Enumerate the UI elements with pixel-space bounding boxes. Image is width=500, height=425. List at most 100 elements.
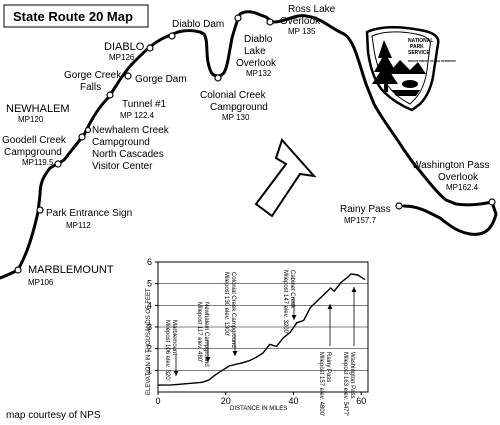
newhalem-name: NEWHALEM [6, 103, 70, 115]
diablo-dam-name: Diablo Dam [172, 19, 224, 30]
elevation-point [282, 337, 284, 339]
newhalem-mp: MP120 [18, 115, 44, 124]
elevation-point [194, 382, 196, 384]
tunnel-mp: MP 122.4 [120, 111, 155, 120]
annotation-milepost: Milepost 157 elev. 4800' [318, 352, 324, 416]
elevation-point [201, 381, 203, 383]
elevation-point [275, 345, 278, 348]
x-tick-label: 40 [288, 396, 298, 406]
goodell-creek-mp: MP119.5 [22, 158, 54, 167]
elevation-point [184, 383, 186, 385]
elevation-point [316, 300, 318, 302]
marblemount-mp: MP106 [28, 278, 54, 287]
washington-pass-l2: Overlook [438, 172, 479, 183]
diablo-mp: MP126 [109, 53, 135, 62]
elevation-point [323, 293, 325, 296]
elevation-point [340, 281, 342, 284]
tunnel-name: Tunnel #1 [122, 99, 167, 110]
ross-lake-l1: Ross Lake [288, 4, 336, 15]
annotation-name: Rainy Pass [325, 352, 331, 382]
place-labels: MARBLEMOUNT MP106 Park Entrance Sign MP1… [2, 4, 489, 287]
elevation-point [262, 352, 264, 354]
goodell-creek-name2: Campground [4, 147, 62, 158]
rainy-pass-name: Rainy Pass [340, 204, 391, 215]
newhalem-marker[interactable] [84, 126, 92, 134]
gorge-dam-marker[interactable] [124, 72, 132, 80]
goodell-creek-marker[interactable] [54, 160, 62, 168]
elevation-point [333, 290, 335, 292]
elevation-point [255, 356, 257, 358]
elevation-point [309, 306, 312, 309]
elevation-points [157, 273, 366, 386]
colonial-creek-l1: Colonial Creek [200, 90, 267, 101]
nps-text-1: NATIONAL [408, 38, 433, 44]
ross-lake-mp: MP 135 [288, 27, 316, 36]
elevation-point [157, 384, 159, 386]
rainy-pass-marker[interactable] [395, 202, 403, 210]
colonial-creek-marker[interactable] [214, 74, 222, 82]
national-park-service-arrowhead-icon: NATIONAL PARK SERVICE DEPARTMENT OF THE … [365, 26, 456, 112]
newhalem-creek-l1: Newhalem Creek [92, 125, 170, 136]
diablo-marker[interactable] [146, 44, 154, 52]
elevation-point [242, 362, 244, 364]
elevation-point [303, 319, 305, 322]
marblemount-marker[interactable] [14, 266, 22, 274]
newhalem-creek-l4: Visitor Center [92, 161, 153, 172]
elevation-point [350, 273, 352, 275]
y-tick-label: 6 [147, 257, 152, 267]
annotation-arrowhead [232, 351, 238, 356]
annotation-name: Newhalem Campground [203, 302, 209, 367]
tunnel-marker[interactable] [168, 32, 176, 40]
place-markers [14, 14, 496, 274]
gorge-creek-falls-marker[interactable] [106, 91, 114, 99]
nps-text-3: SERVICE [408, 50, 431, 56]
x-tick-label: 20 [221, 396, 231, 406]
newhalem-creek-marker[interactable] [78, 133, 86, 141]
colonial-creek-l2: Campground [210, 102, 268, 113]
map-title: State Route 20 Map [13, 9, 133, 24]
elevation-point [296, 322, 298, 324]
chart-y-label: ELEVATION IN THOUSANDS OF FEET [146, 288, 152, 395]
elevation-point [364, 278, 366, 280]
marblemount-name: MARBLEMOUNT [28, 264, 114, 276]
rainy-pass-mp: MP157.7 [344, 216, 377, 225]
x-tick-label: 0 [155, 396, 160, 406]
y-tick-label: 4 [147, 300, 152, 310]
elevation-point [214, 374, 217, 376]
annotation-milepost: Milepost 130 elev. 1300' [223, 272, 229, 336]
elevation-point [221, 369, 223, 371]
chart-grid [158, 283, 368, 371]
newhalem-creek-l2: Campground [92, 137, 150, 148]
nps-subtext: DEPARTMENT OF THE INTERIOR [408, 59, 456, 63]
diablo-name: DIABLO [104, 41, 145, 53]
washington-pass-marker[interactable] [488, 198, 496, 206]
diablo-dam-marker[interactable] [234, 14, 242, 22]
north-arrow-icon [254, 138, 317, 218]
annotation-milepost: Milepost 163 elev. 5477' [342, 352, 348, 416]
elevation-profile-line [157, 273, 365, 386]
nps-text-2: PARK [410, 44, 424, 50]
annotation-arrowhead [327, 304, 333, 309]
y-tick-label: 5 [147, 279, 152, 289]
elevation-point [357, 274, 359, 276]
park-entrance-name: Park Entrance Sign [46, 208, 132, 219]
diablo-lake-overlook-l1: Diablo [244, 34, 273, 45]
annotation-name: Washington Pass [349, 352, 355, 398]
map-credit: map courtesy of NPS [6, 410, 101, 421]
diablo-lake-overlook-marker[interactable] [266, 18, 274, 26]
elevation-point [208, 379, 210, 381]
park-entrance-marker[interactable] [36, 206, 44, 214]
y-tick-label: 1 [147, 365, 152, 375]
annotation-arrowhead [205, 357, 211, 362]
y-tick-label: 3 [147, 322, 152, 332]
